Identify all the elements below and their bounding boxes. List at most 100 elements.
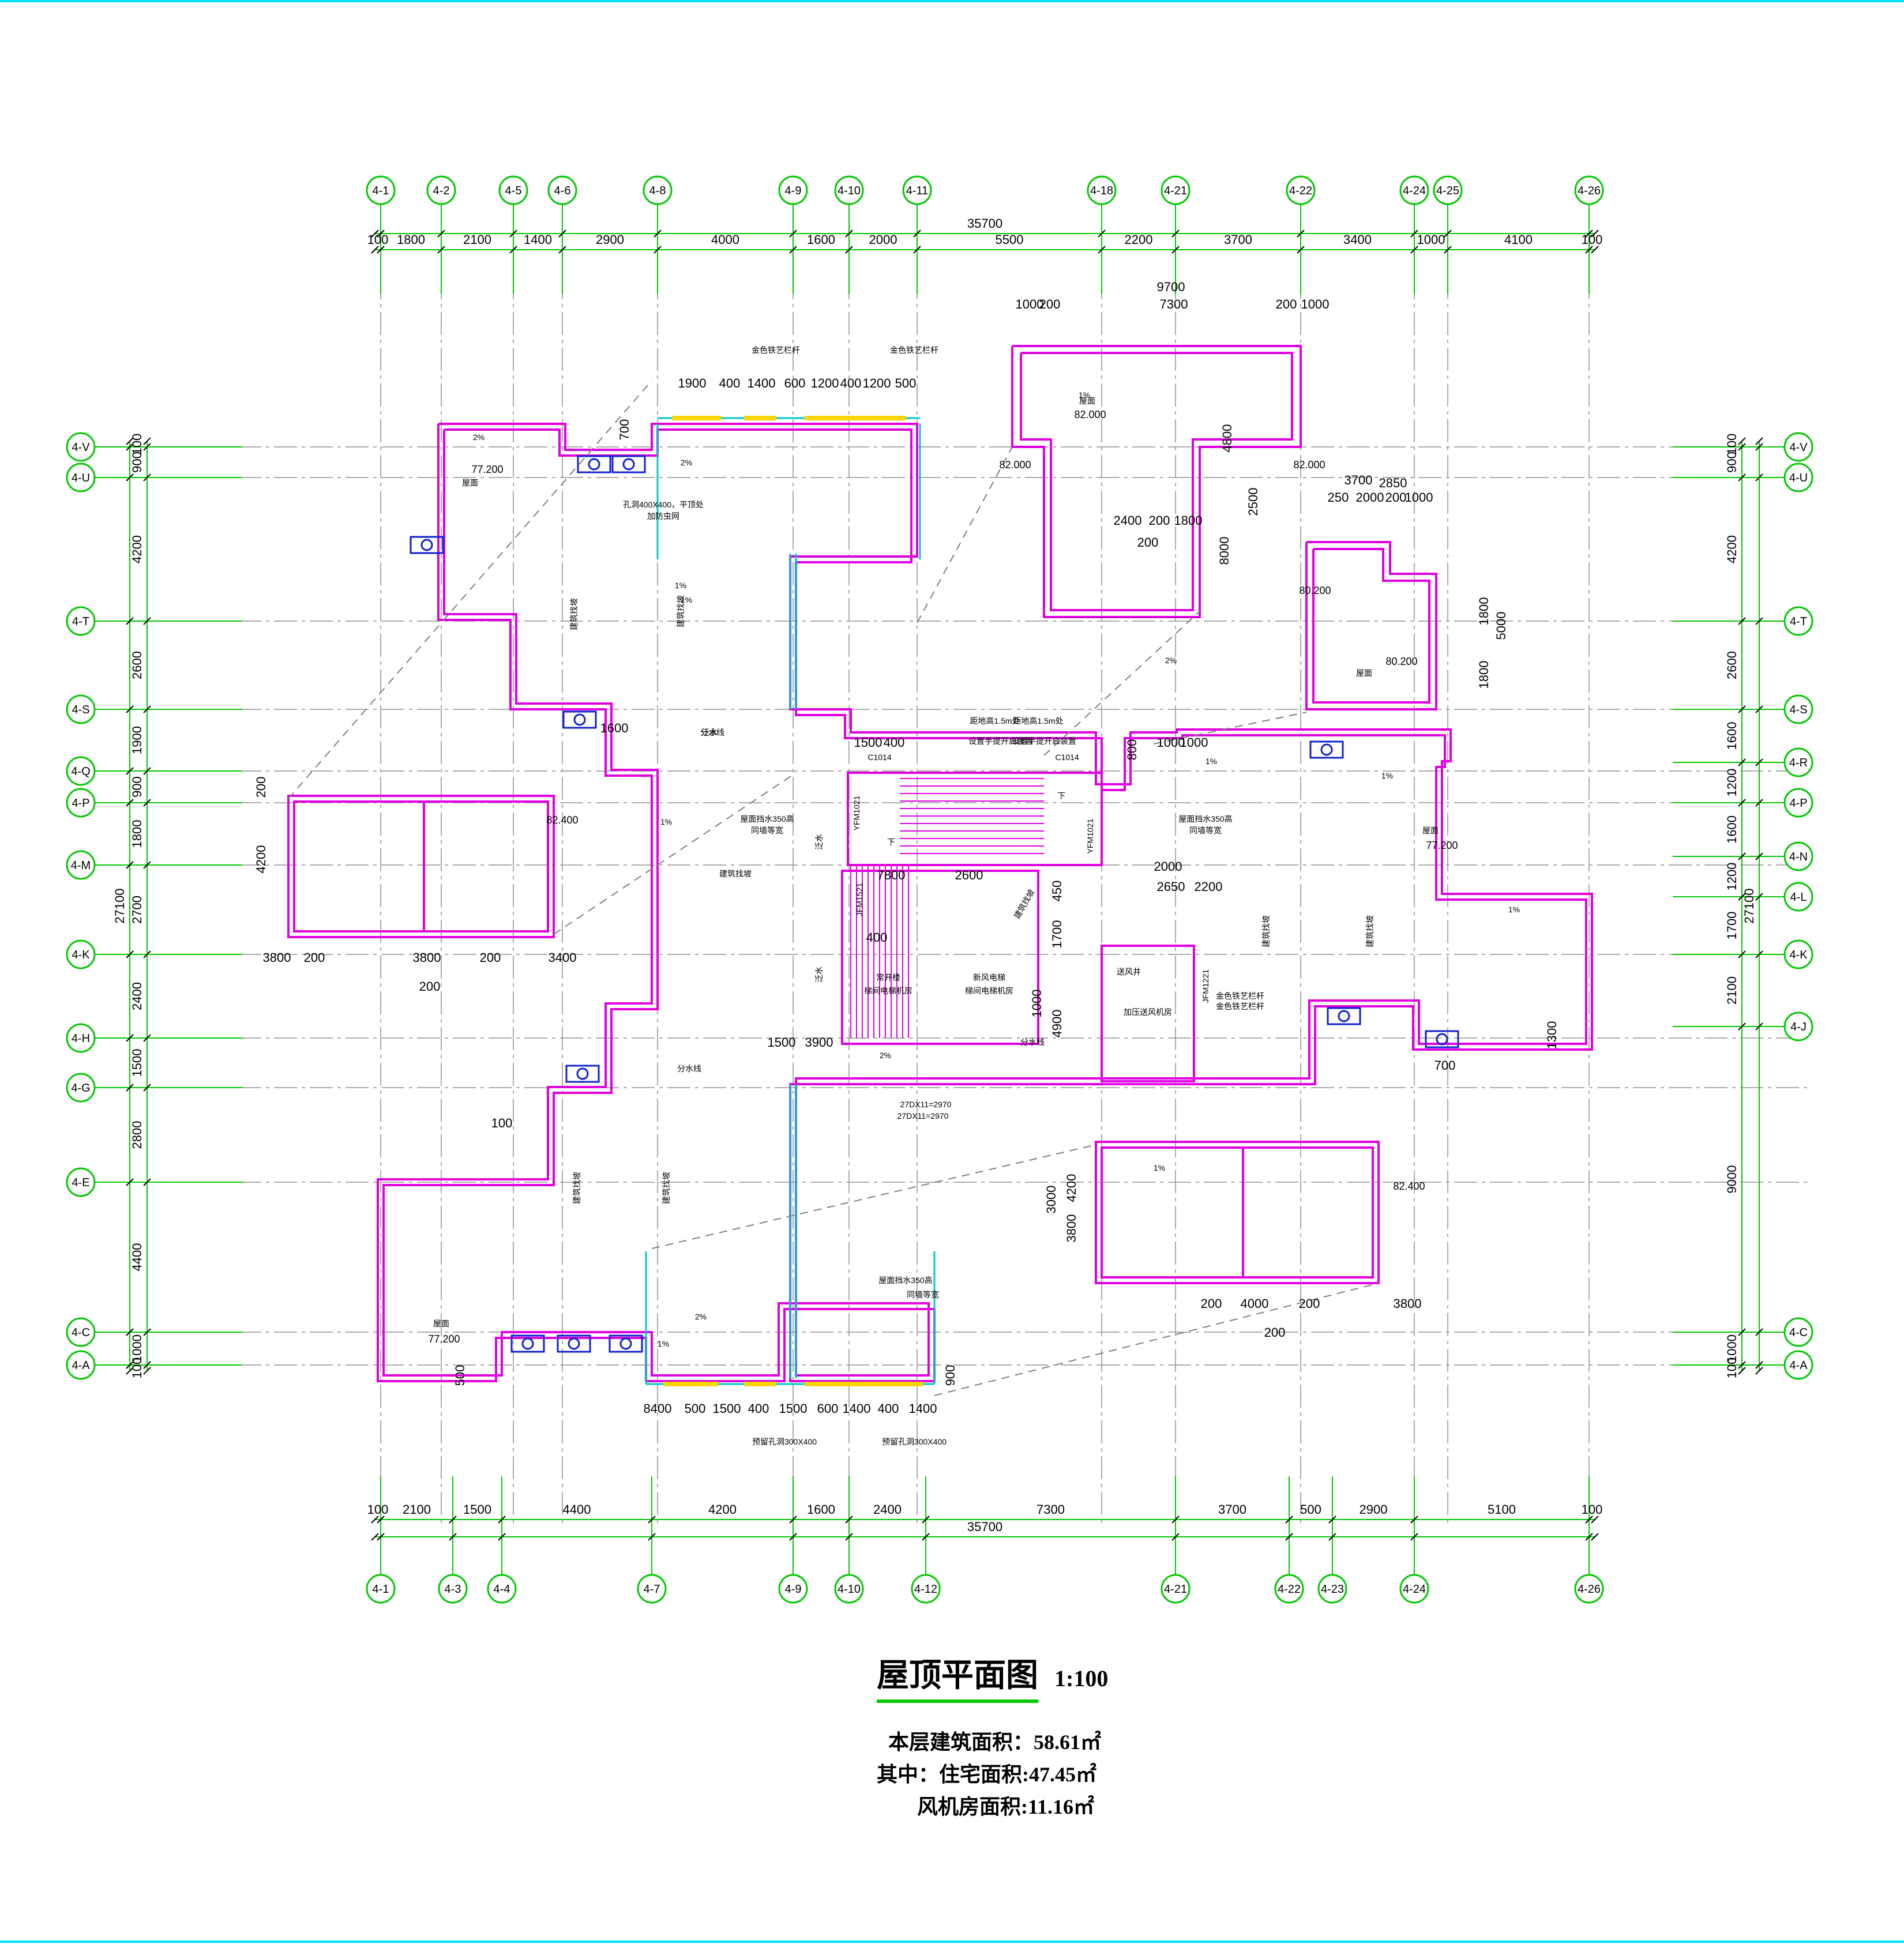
right-axis-bubble: 4-U [1783, 463, 1813, 492]
annotation-label: 泛水 [814, 967, 824, 983]
fan-icon [562, 710, 597, 729]
inner-dim-text: 1500 [768, 1035, 796, 1050]
annotation-label: 建筑找坡 [1261, 915, 1271, 947]
inner-dim-text: 2650 [1157, 879, 1185, 894]
top-axis-bubble: 4-22 [1286, 175, 1316, 205]
dim-text: 3400 [1343, 232, 1372, 247]
west-skylight-outer [287, 795, 555, 938]
annotation-label: 屋面挡水350高 [878, 1276, 932, 1285]
annotation-label: JFM1521 [855, 883, 864, 917]
annotation-label: 建筑找坡 [572, 1172, 581, 1204]
axis-label: 4-A [1789, 1359, 1808, 1372]
right-axis-bubble: 4-S [1783, 694, 1813, 724]
left-axis-bubble: 4-M [66, 850, 96, 880]
dim-text: 100 [1725, 1358, 1739, 1379]
left-axis-bubble: 4-H [66, 1023, 96, 1053]
axis-label: 4-M [71, 859, 91, 872]
inner-dim-text: 200 [1299, 1296, 1320, 1311]
inner-dim-text: 1000 [1301, 297, 1330, 311]
dim-text: 2400 [130, 982, 144, 1010]
dim-text: 2600 [130, 651, 144, 679]
inner-dim-text: 1200 [863, 376, 891, 390]
inner-dim-text: 7300 [1160, 297, 1188, 311]
dim-text: 2600 [1725, 651, 1739, 679]
inner-dim-text: 4000 [1241, 1296, 1269, 1311]
area-total: 本层建筑面积：58.61㎡ [888, 1731, 1102, 1754]
dim-text: 100 [1725, 434, 1739, 455]
dim-text: 1600 [807, 232, 835, 247]
right-axis-bubble: 4-V [1783, 432, 1813, 462]
axis-label: 4-22 [1289, 185, 1312, 197]
dim-text: 900 [130, 776, 144, 798]
axis-label: 4-22 [1278, 1583, 1301, 1596]
right-axis-bubble: 4-P [1783, 788, 1813, 818]
top-axis-bubble: 4-2 [426, 175, 456, 205]
right-axis-bubble: 4-N [1783, 841, 1813, 871]
inner-dim-text: 1900 [678, 376, 707, 390]
inner-dim-text: 400 [719, 376, 741, 390]
inner-dim-text: 1000 [1405, 490, 1433, 505]
annotation-label: C1014 [1055, 753, 1079, 762]
dim-total: 27100 [1742, 888, 1756, 923]
axis-label: 4-C [72, 1326, 90, 1339]
annotation-label: 分水线 [700, 728, 724, 737]
dim-text: 4000 [711, 232, 739, 247]
east-block-inner [1312, 548, 1430, 704]
inner-dim-text: 1700 [1050, 920, 1064, 949]
dim-text: 2400 [873, 1502, 902, 1517]
inner-dim-text: 1400 [748, 376, 776, 390]
annotation-label: 金色铁艺栏杆 [1216, 1002, 1264, 1011]
se-skylight-outer [1095, 1141, 1380, 1284]
inner-dim-text: 3400 [549, 950, 577, 965]
inner-dim-text: 3900 [805, 1035, 833, 1050]
area-fan-room: 风机房面积:11.16㎡ [917, 1795, 1095, 1818]
annotation-label: 孔洞400X400，平顶处 [623, 500, 704, 509]
inner-dim-text: 3000 [1044, 1186, 1058, 1214]
dim-text: 100 [1582, 232, 1603, 247]
elevation-text: 82.000 [999, 459, 1031, 471]
drawing-scale: 1:100 [1054, 1665, 1109, 1691]
inner-dim-text: 1500 [854, 735, 882, 750]
fan-icon [1309, 740, 1344, 759]
annotation-label: 建筑找坡 [1365, 915, 1375, 947]
annotation-label: 1% [658, 1339, 669, 1348]
dim-text: 4200 [708, 1502, 737, 1517]
axis-label: 4-21 [1164, 185, 1187, 197]
inner-dim-text: 200 [1201, 1296, 1222, 1311]
top-axis-bubble: 4-8 [643, 175, 673, 205]
axis-label: 4-24 [1403, 1583, 1426, 1596]
dim-total: 35700 [967, 216, 1002, 231]
axis-label: 4-K [72, 949, 90, 961]
annotation-label: 1% [1381, 771, 1393, 780]
dim-text: 4400 [130, 1243, 144, 1272]
annotation-label: 屋面 [1422, 826, 1439, 835]
axis-label: 4-4 [494, 1583, 510, 1596]
left-axis-bubble: 4-S [66, 694, 96, 724]
left-axis-bubble: 4-V [66, 432, 96, 462]
dim-total: 27100 [112, 888, 127, 923]
dim-text: 5100 [1488, 1502, 1516, 1517]
title-block: 屋顶平面图 1:100 本层建筑面积：58.61㎡ 其中：住宅面积:47.45㎡… [877, 1649, 1396, 1823]
inner-dim-text: 700 [617, 419, 632, 441]
elevation-text: 82.400 [546, 814, 578, 826]
left-axis-bubble: 4-Q [66, 756, 96, 786]
fan-icon [565, 1065, 600, 1083]
dim-text: 2900 [596, 232, 624, 247]
axis-label: 4-L [1790, 891, 1807, 904]
inner-dim-text: 1800 [1477, 661, 1491, 689]
inner-dim-text: 4200 [254, 845, 268, 874]
axis-label: 4-Q [71, 765, 90, 778]
fan-icon [510, 1334, 545, 1353]
dim-text: 1000 [1417, 232, 1445, 247]
annotation-label: 2% [473, 433, 485, 442]
annotation-label: 分水线 [1020, 1037, 1045, 1047]
dim-text: 2800 [130, 1121, 144, 1149]
machine-room [841, 870, 1039, 1045]
dim-text: 4200 [130, 535, 144, 563]
annotation-label: 金色铁艺栏杆 [890, 345, 938, 355]
annotation-label: 设置手提开启装置 [1012, 736, 1076, 746]
fan-icon [609, 1334, 643, 1353]
west-skylight-inner [293, 800, 549, 932]
